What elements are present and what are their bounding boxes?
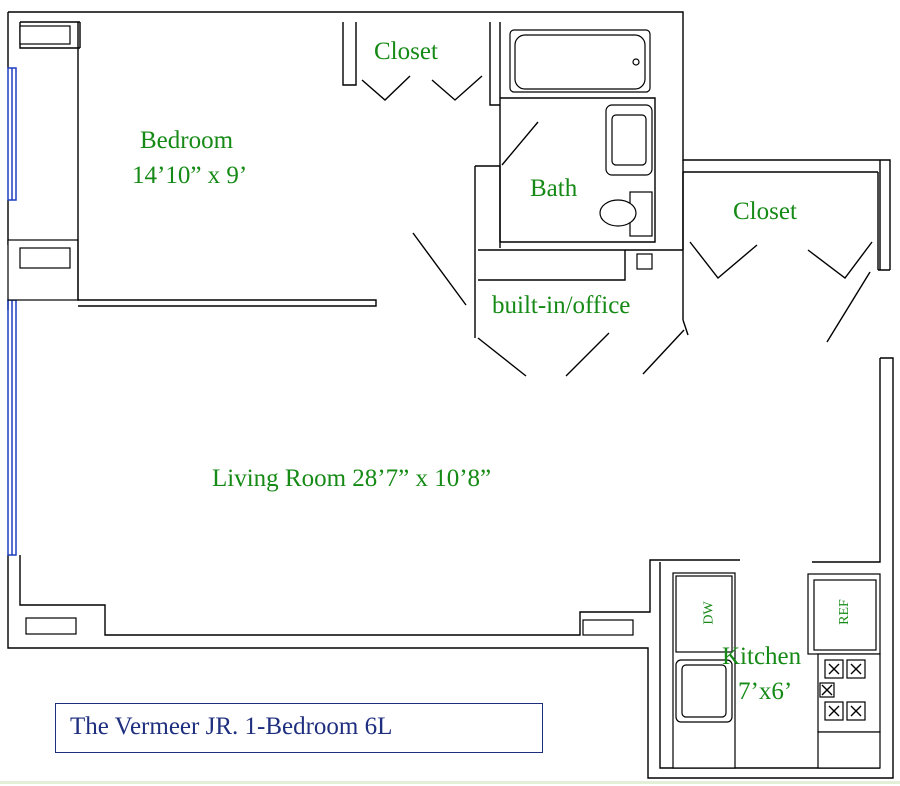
dishwasher [675, 575, 733, 653]
office-column [636, 253, 653, 270]
bath-label: Bath [530, 175, 578, 202]
toilet-bowl [599, 199, 637, 227]
bath-sink-basin [611, 114, 647, 166]
wall-pilaster [19, 25, 71, 45]
plan-caption: The Vermeer JR. 1-Bedroom 6L [70, 713, 393, 740]
wall-pilaster [25, 617, 77, 635]
bedroom-size: 14’10” x 9’ [132, 162, 248, 189]
bedroom-partition-wall [77, 22, 377, 307]
office-label: built-in/office [492, 292, 631, 319]
right-closet-walls [682, 171, 879, 270]
wall-pilaster [19, 247, 71, 269]
right-closet-doors [689, 241, 873, 343]
kitchen-cabinet [817, 731, 881, 769]
outer-walls [7, 11, 894, 779]
top-closet-walls [342, 22, 500, 106]
bottom-rule [0, 781, 900, 784]
bedroom-label: Bedroom [140, 127, 234, 154]
living-room-label: Living Room 28’7” x 10’8” [212, 465, 492, 492]
office-doors [412, 232, 689, 377]
bath-door [475, 121, 539, 248]
kitchen-label: Kitchen [722, 643, 802, 670]
closet-doors [361, 75, 483, 101]
kitchen-sink-basin [681, 664, 727, 718]
tub-drain-icon [632, 58, 640, 66]
wall-pilaster [582, 619, 634, 636]
windows [7, 67, 17, 556]
dishwasher-label: DW [701, 601, 717, 625]
bathtub-basin [514, 34, 646, 90]
top-closet-label: Closet [374, 38, 438, 65]
refrigerator-inner [813, 579, 877, 651]
kitchen-size: 7’x6’ [738, 678, 793, 705]
refrigerator-label: REF [836, 599, 852, 625]
kitchen-fixtures [672, 572, 881, 769]
caption-box: The Vermeer JR. 1-Bedroom 6L [55, 703, 543, 753]
right-closet-label: Closet [733, 198, 797, 225]
